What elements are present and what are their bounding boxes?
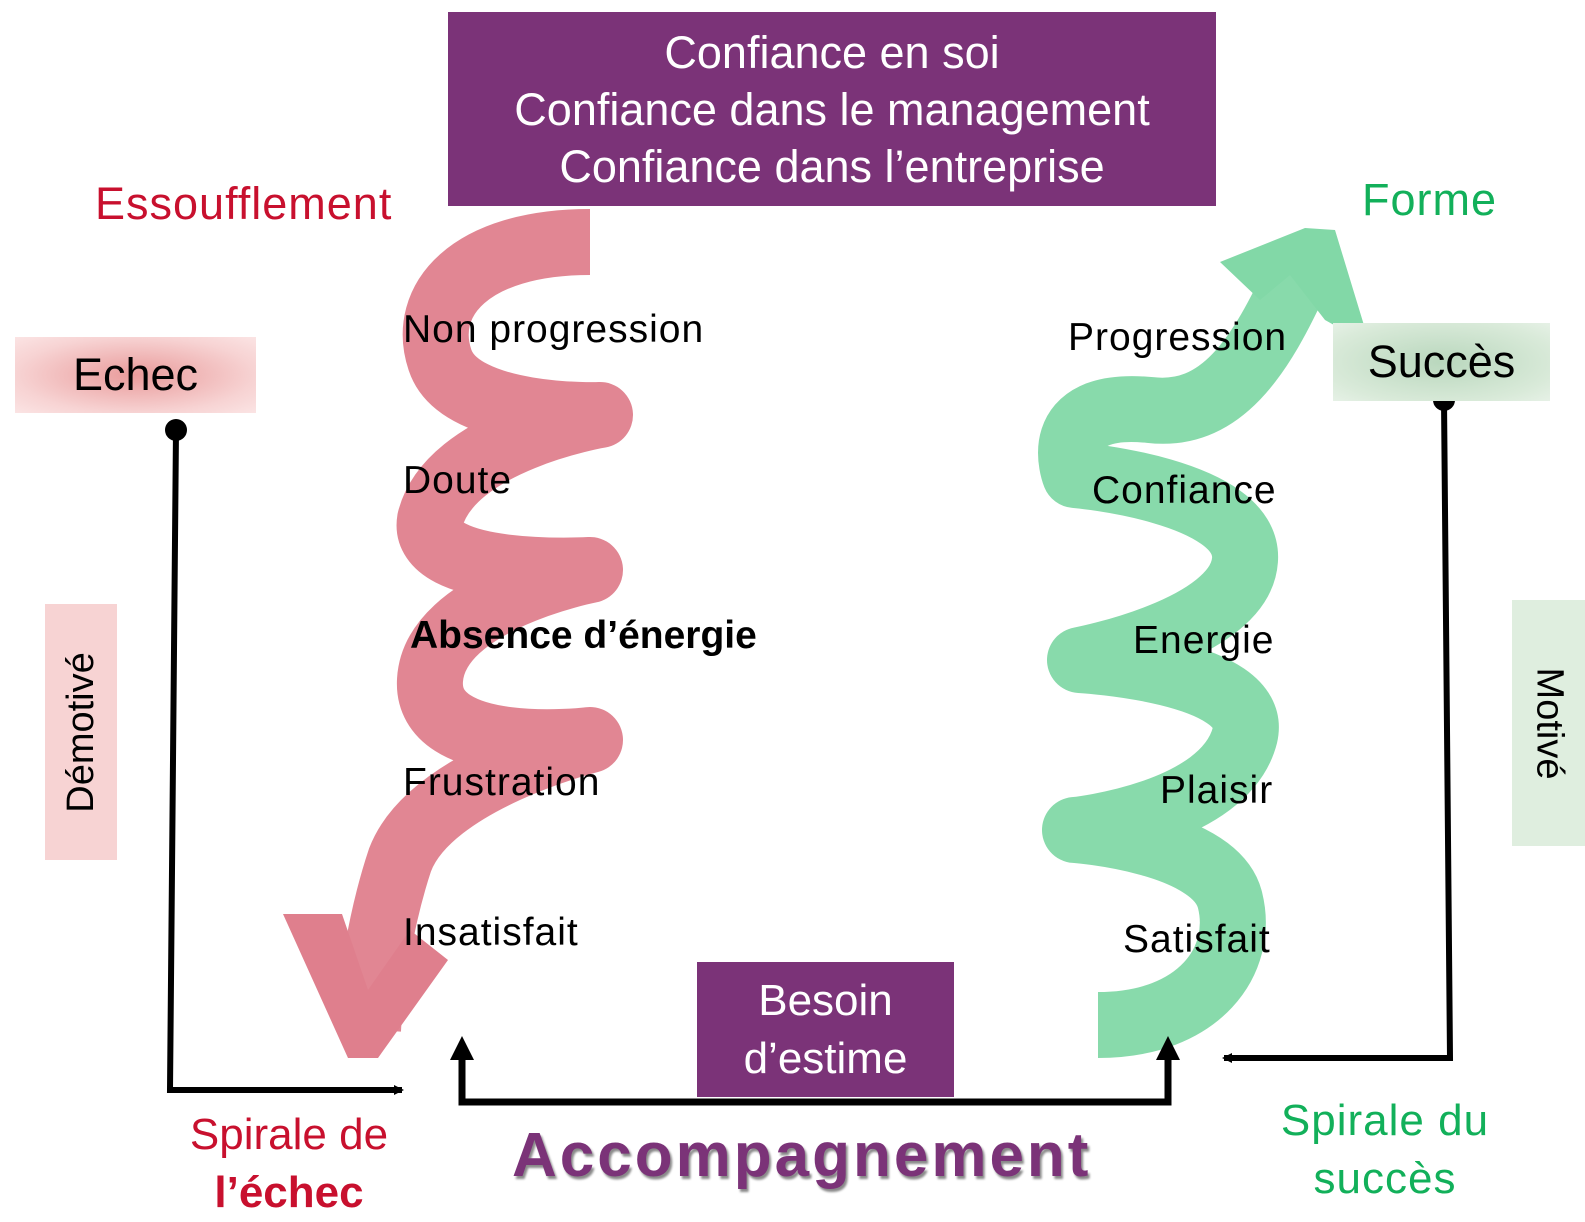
failure-state-label: Echec [72,349,199,400]
right-connector-line [1222,399,1454,1063]
motivated-label: Motivé [1528,667,1571,779]
failure-step: Insatisfait [403,911,579,954]
success-caption-line-1: Spirale du [1280,1096,1490,1145]
success-spiral [1038,228,1370,1058]
bracket-arrow-right [1156,1036,1180,1060]
failure-step: Doute [403,459,513,502]
demotivated-box: Démotivé [45,604,117,860]
confidence-line-3: Confiance dans l’entreprise [559,140,1105,192]
failure-step: Non progression [403,308,705,351]
success-state-box: Succès [1333,323,1550,401]
accompaniment-bracket [450,1036,1180,1106]
failure-spiral-coil [335,209,633,1032]
right-title: Forme [1362,174,1498,225]
esteem-box: Besoin d’estime [697,962,954,1097]
failure-step: Frustration [403,761,601,804]
accompaniment-title: Accompagnement [512,1121,1092,1190]
success-spiral-arrowhead [1220,228,1370,345]
failure-spiral-arrowhead [283,914,448,1058]
esteem-line-1: Besoin [758,975,893,1025]
esteem-line-2: d’estime [743,1033,908,1083]
failure-step: Absence d’énergie [410,614,757,657]
failure-spiral [283,209,633,1058]
left-title: Essoufflement [95,178,393,229]
confidence-line-1: Confiance en soi [664,26,1000,78]
left-connector [165,419,404,1095]
failure-state-box: Echec [15,337,256,413]
success-step: Satisfait [1123,918,1271,961]
success-caption-line-2: succès [1313,1154,1457,1203]
success-spiral-caption: Spirale du succès [1250,1092,1520,1208]
bracket-arrow-left [450,1036,474,1060]
failure-spiral-caption: Spirale de l’échec [160,1106,418,1222]
confidence-line-2: Confiance dans le management [514,83,1150,135]
success-state-label: Succès [1367,336,1516,387]
success-spiral-coil [1038,256,1331,1058]
demotivated-label: Démotivé [59,651,102,813]
success-step: Confiance [1092,469,1277,512]
bracket-line [458,1050,1172,1106]
success-step: Plaisir [1160,769,1274,812]
confidence-box: Confiance en soi Confiance dans le manag… [448,12,1216,206]
motivated-box: Motivé [1512,600,1585,846]
failure-caption-line-2: l’échec [214,1168,364,1217]
success-step: Energie [1133,619,1275,662]
failure-caption-line-1: Spirale de [189,1110,389,1159]
left-connector-line [166,429,404,1095]
success-step: Progression [1068,316,1288,359]
